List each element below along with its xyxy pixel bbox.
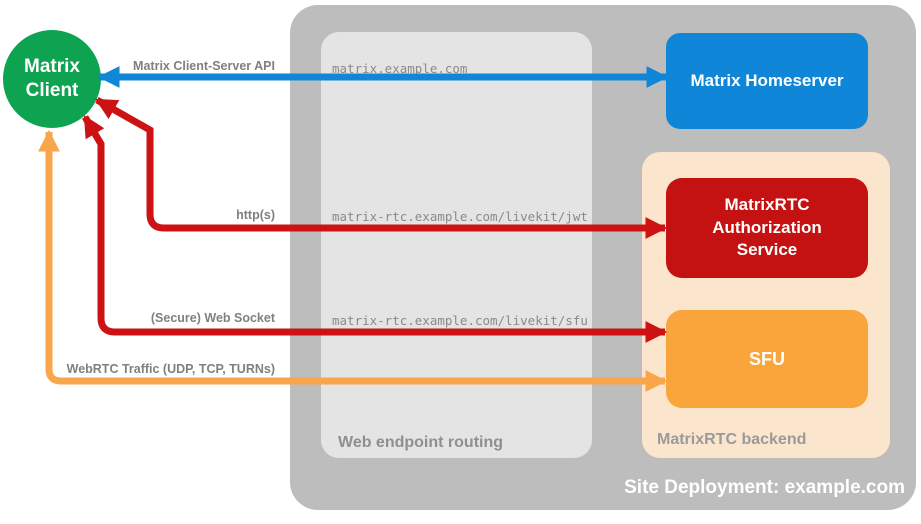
- matrix-client-label: Matrix Client: [24, 56, 80, 101]
- web-endpoint-routing-container: [321, 32, 592, 458]
- webrtc-traffic-arrow-label: WebRTC Traffic (UDP, TCP, TURNs): [66, 362, 275, 376]
- matrix-homeserver-label: Matrix Homeserver: [690, 71, 844, 90]
- sfu-node: SFU: [666, 310, 868, 408]
- endpoint-livekit-jwt: matrix-rtc.example.com/livekit/jwt: [332, 209, 588, 224]
- matrixrtc-authorization-service-node: MatrixRTC Authorization Service: [666, 178, 868, 278]
- matrixrtc-authorization-service-label: MatrixRTC Authorization Service: [712, 195, 822, 260]
- endpoint-livekit-sfu: matrix-rtc.example.com/livekit/sfu: [332, 313, 588, 328]
- web-endpoint-routing-caption: Web endpoint routing: [338, 434, 504, 451]
- https-arrow-label: http(s): [236, 208, 275, 222]
- matrixrtc-backend-caption: MatrixRTC backend: [657, 431, 807, 448]
- matrix-homeserver-node: Matrix Homeserver: [666, 33, 868, 129]
- websocket-arrow-label: (Secure) Web Socket: [150, 311, 275, 325]
- endpoint-matrix-domain: matrix.example.com: [332, 61, 468, 76]
- site-deployment-caption: Site Deployment: example.com: [624, 477, 905, 498]
- sfu-label: SFU: [749, 348, 785, 369]
- client-server-api-arrow-label: Matrix Client-Server API: [133, 59, 275, 73]
- matrix-client-node: Matrix Client: [3, 30, 101, 128]
